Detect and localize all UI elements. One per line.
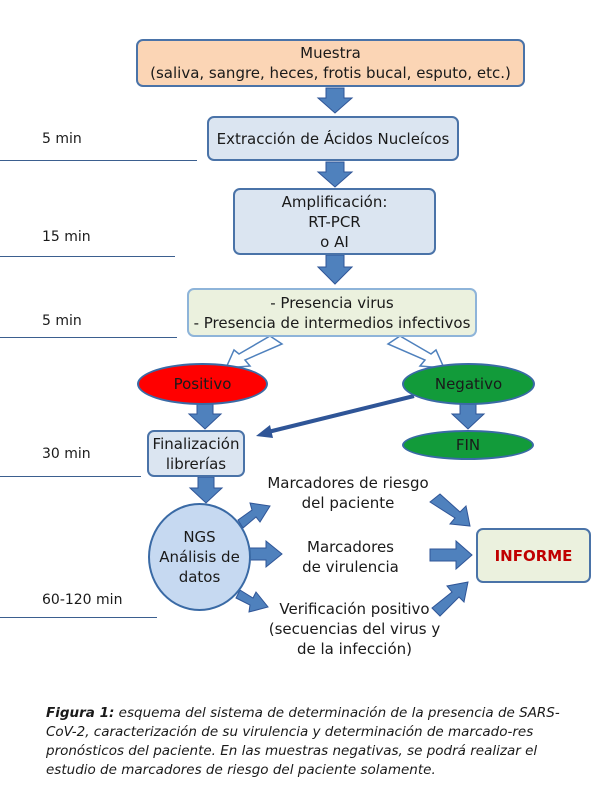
timeline-line-5: [0, 617, 157, 618]
figure-caption: Figura 1: esquema del sistema de determi…: [46, 704, 586, 780]
timeline-line-2: [0, 256, 175, 257]
node-muestra: Muestra (saliva, sangre, heces, frotis b…: [136, 39, 525, 87]
informe-label: INFORME: [494, 546, 573, 565]
positivo-label: Positivo: [173, 375, 232, 393]
arrow-negativo-fin: [450, 403, 486, 430]
node-presencia: - Presencia virus - Presencia de interme…: [187, 288, 477, 337]
presencia-intermedios: - Presencia de intermedios infectivos: [193, 313, 471, 332]
node-extraccion: Extracción de Ácidos Nucleícos: [207, 116, 459, 161]
time-amplificacion: 15 min: [42, 229, 91, 245]
time-extraccion: 5 min: [42, 131, 82, 147]
verificacion-line2: (secuencias del virus y: [268, 620, 441, 638]
arrow-virulencia-informe: [429, 539, 473, 571]
arrow-extraccion-amplificacion: [316, 161, 354, 188]
timeline-line-1: [0, 160, 197, 161]
time-presencia: 5 min: [42, 313, 82, 329]
node-fin: FIN: [402, 430, 534, 460]
extraccion-label: Extracción de Ácidos Nucleícos: [216, 129, 450, 148]
time-ngs: 60-120 min: [42, 592, 123, 608]
node-negativo: Negativo: [402, 363, 535, 405]
arrow-negativo-finalizacion: [256, 394, 415, 438]
timeline-line-3: [0, 337, 177, 338]
finalizacion-line2: librerías: [165, 454, 227, 473]
amplificacion-alt: o AI: [320, 232, 349, 251]
muestra-sources: (saliva, sangre, heces, frotis bucal, es…: [150, 64, 511, 82]
arrow-ngs-verificacion: [235, 589, 269, 613]
verificacion-line3: de la infección): [296, 640, 413, 658]
timeline-line-4: [0, 476, 141, 477]
arrow-ngs-riesgo: [237, 502, 271, 529]
ngs-line3: datos: [178, 568, 221, 586]
amplificacion-title: Amplificación:: [281, 192, 388, 211]
presencia-virus: - Presencia virus: [270, 293, 394, 312]
caption-text: esquema del sistema de determinación de …: [46, 705, 560, 778]
marcadores-virulencia-line1: Marcadores: [307, 538, 394, 556]
finalizacion-line1: Finalización: [152, 434, 240, 453]
label-marcadores-riesgo: Marcadores de riesgo del paciente: [258, 473, 438, 513]
negativo-label: Negativo: [434, 375, 503, 393]
label-marcadores-virulencia: Marcadores de virulencia: [288, 537, 413, 577]
ngs-line1: NGS: [183, 528, 216, 546]
arrow-presencia-positivo: [224, 335, 284, 369]
arrow-positivo-finalizacion: [187, 403, 223, 430]
fin-label: FIN: [455, 436, 481, 454]
marcadores-riesgo-line2: del paciente: [301, 494, 395, 512]
arrow-finalizacion-ngs: [188, 476, 224, 504]
muestra-title: Muestra: [300, 44, 361, 62]
arrow-muestra-extraccion: [316, 87, 354, 114]
node-finalizacion: Finalización librerías: [147, 430, 245, 477]
amplificacion-method: RT-PCR: [308, 212, 361, 231]
arrow-presencia-negativo: [386, 335, 446, 369]
node-informe: INFORME: [476, 528, 591, 583]
ngs-line2: Análisis de: [159, 548, 240, 566]
node-amplificacion: Amplificación: RT-PCR o AI: [233, 188, 436, 255]
verificacion-line1: Verificación positivo: [279, 600, 430, 618]
arrow-verificacion-informe: [431, 581, 469, 617]
caption-label: Figura 1:: [46, 705, 115, 721]
label-verificacion: Verificación positivo (secuencias del vi…: [262, 599, 447, 659]
marcadores-virulencia-line2: de virulencia: [302, 558, 399, 576]
node-positivo: Positivo: [137, 363, 268, 405]
node-ngs: NGS Análisis de datos: [148, 503, 251, 611]
arrow-amplificacion-presencia: [316, 254, 354, 285]
arrow-riesgo-informe: [429, 493, 471, 527]
time-finalizacion: 30 min: [42, 446, 91, 462]
marcadores-riesgo-line1: Marcadores de riesgo: [267, 474, 429, 492]
